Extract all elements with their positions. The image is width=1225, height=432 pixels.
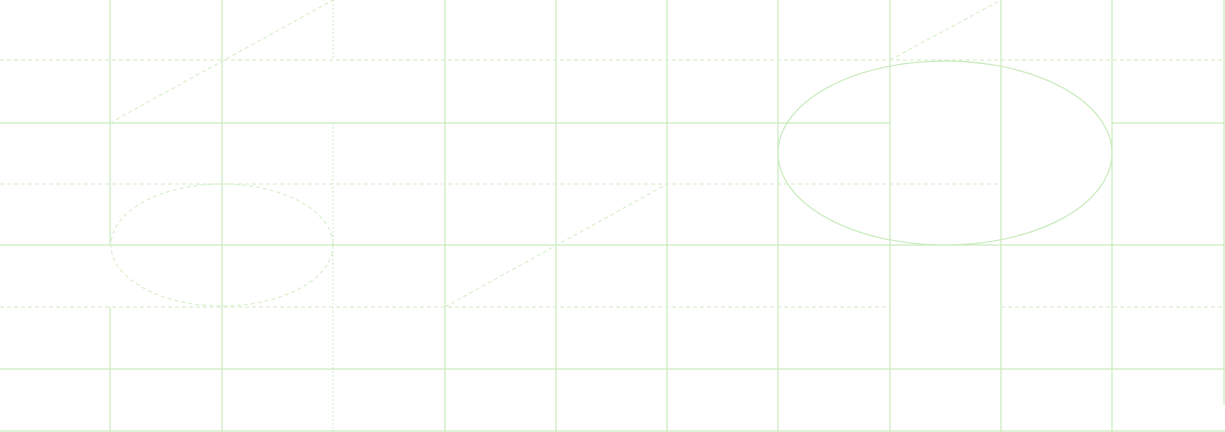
dashed-diagonal-lines [109, 0, 1002, 308]
solid-ellipse [777, 60, 1113, 246]
diagonal-1 [109, 0, 334, 124]
solid-vertical-lines [109, 0, 1225, 432]
diagonal-2 [444, 183, 668, 308]
solid-horizontal-lines [0, 122, 1225, 432]
diagonal-3 [889, 0, 1002, 61]
dashed-ellipse [110, 183, 334, 307]
